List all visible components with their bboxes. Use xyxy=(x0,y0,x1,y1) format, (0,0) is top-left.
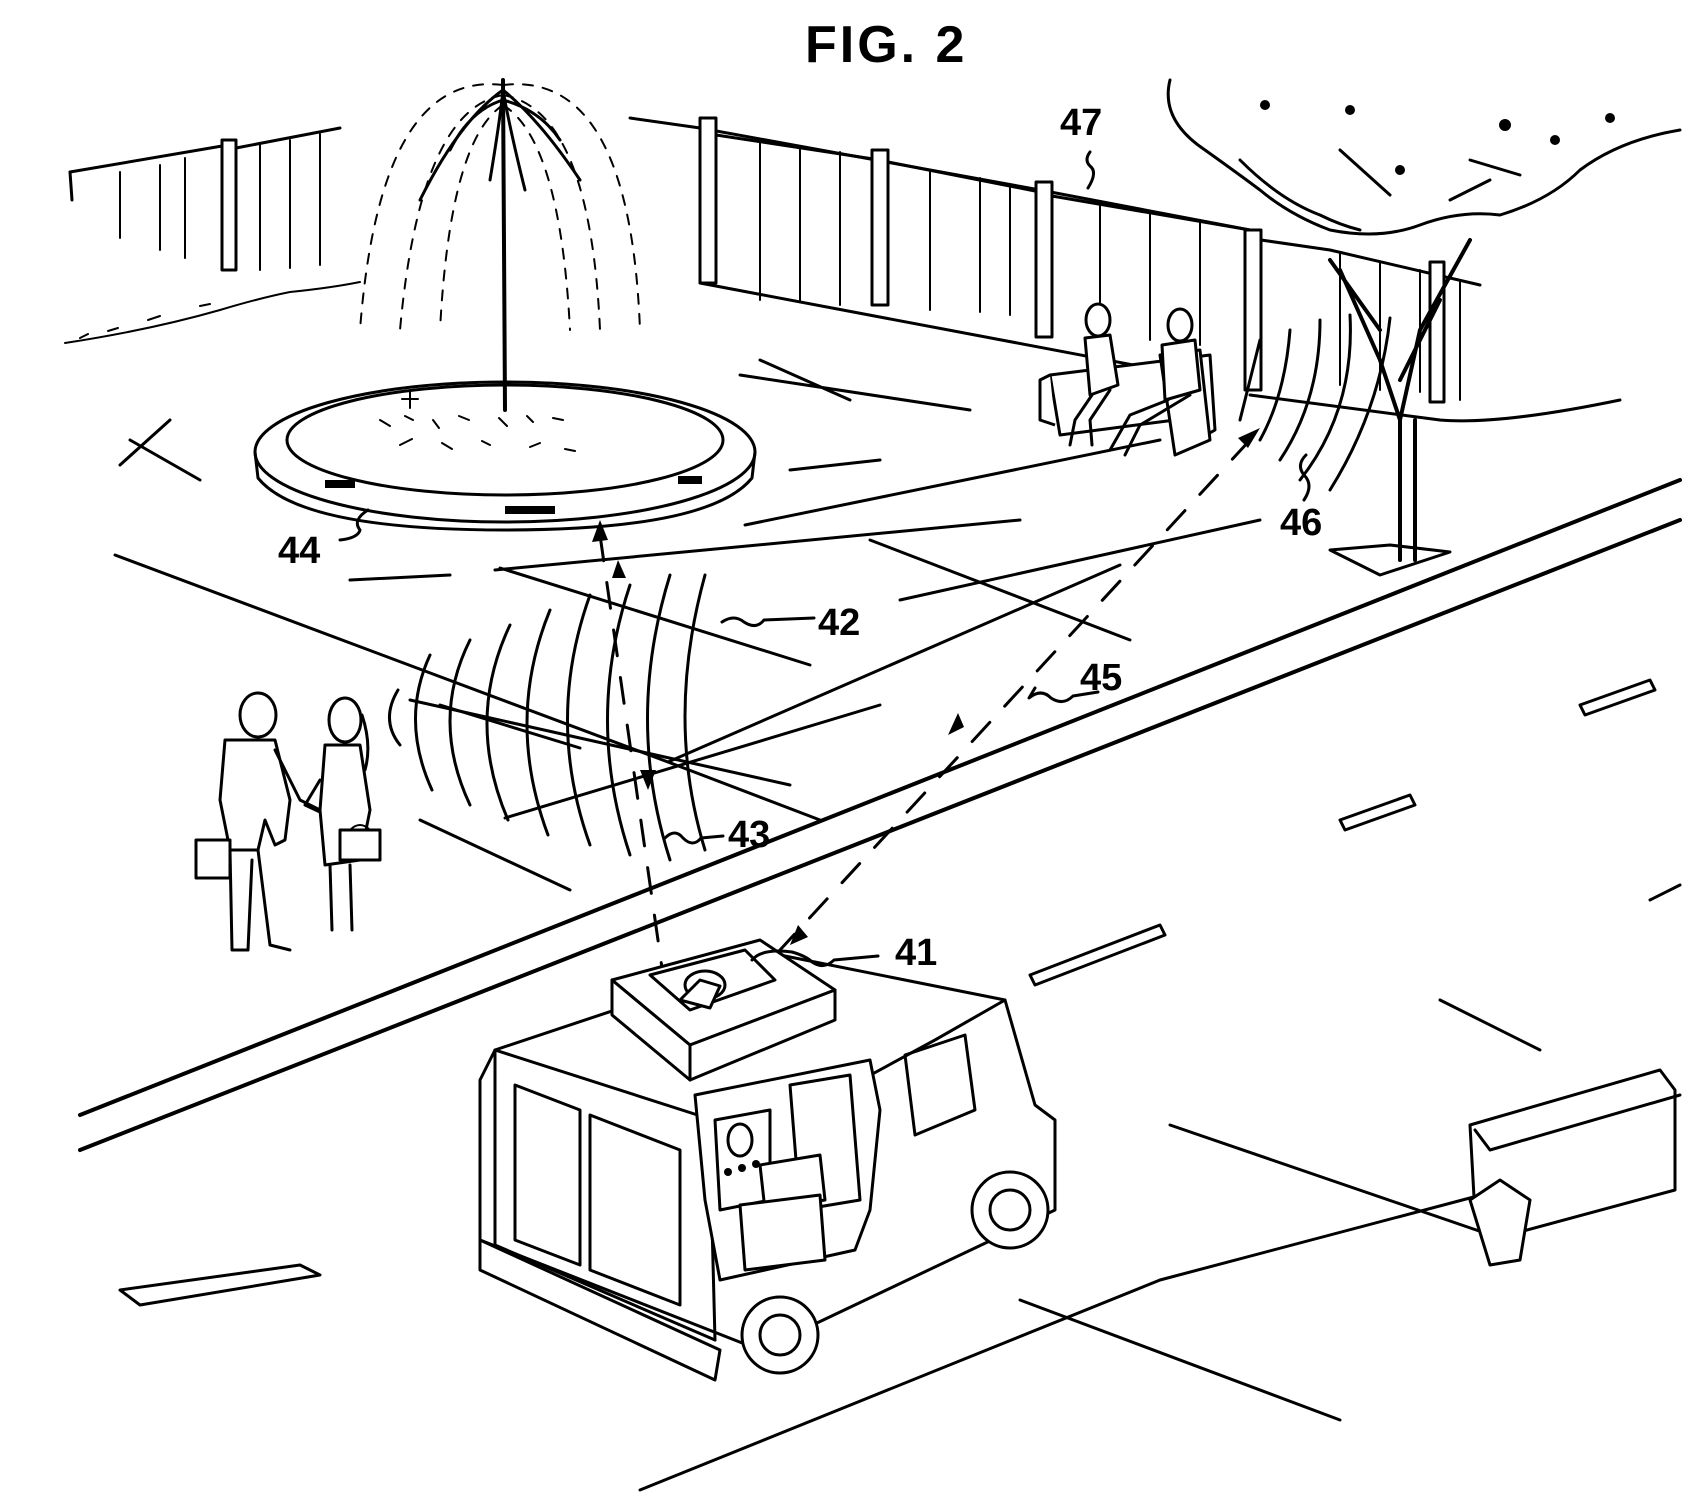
leader-45 xyxy=(1027,686,1100,703)
label-44: 44 xyxy=(278,530,320,572)
standing-people xyxy=(194,691,382,952)
label-41: 41 xyxy=(895,932,937,974)
leader-41 xyxy=(750,949,880,967)
radio-waves xyxy=(388,573,707,862)
leader-46 xyxy=(1299,453,1311,502)
label-42: 42 xyxy=(818,602,860,644)
label-46: 46 xyxy=(1280,502,1322,544)
bench-waves xyxy=(1238,313,1392,492)
leader-47 xyxy=(1085,150,1095,190)
tree xyxy=(1166,78,1682,577)
label-43: 43 xyxy=(728,814,770,856)
fountain-link xyxy=(592,520,670,1012)
van xyxy=(478,938,1057,1382)
fountain xyxy=(253,78,757,532)
label-47: 47 xyxy=(1060,102,1102,144)
road-barricade xyxy=(1468,1068,1682,1267)
label-45: 45 xyxy=(1080,657,1122,699)
street xyxy=(78,478,1682,1492)
bench-with-people xyxy=(1038,302,1217,457)
figure-title: FIG. 2 xyxy=(805,16,967,74)
leader-42 xyxy=(720,616,816,627)
leader-44 xyxy=(338,508,370,542)
leader-43 xyxy=(663,831,725,845)
plaza-grid xyxy=(113,358,1262,892)
bench-link xyxy=(778,428,1260,952)
